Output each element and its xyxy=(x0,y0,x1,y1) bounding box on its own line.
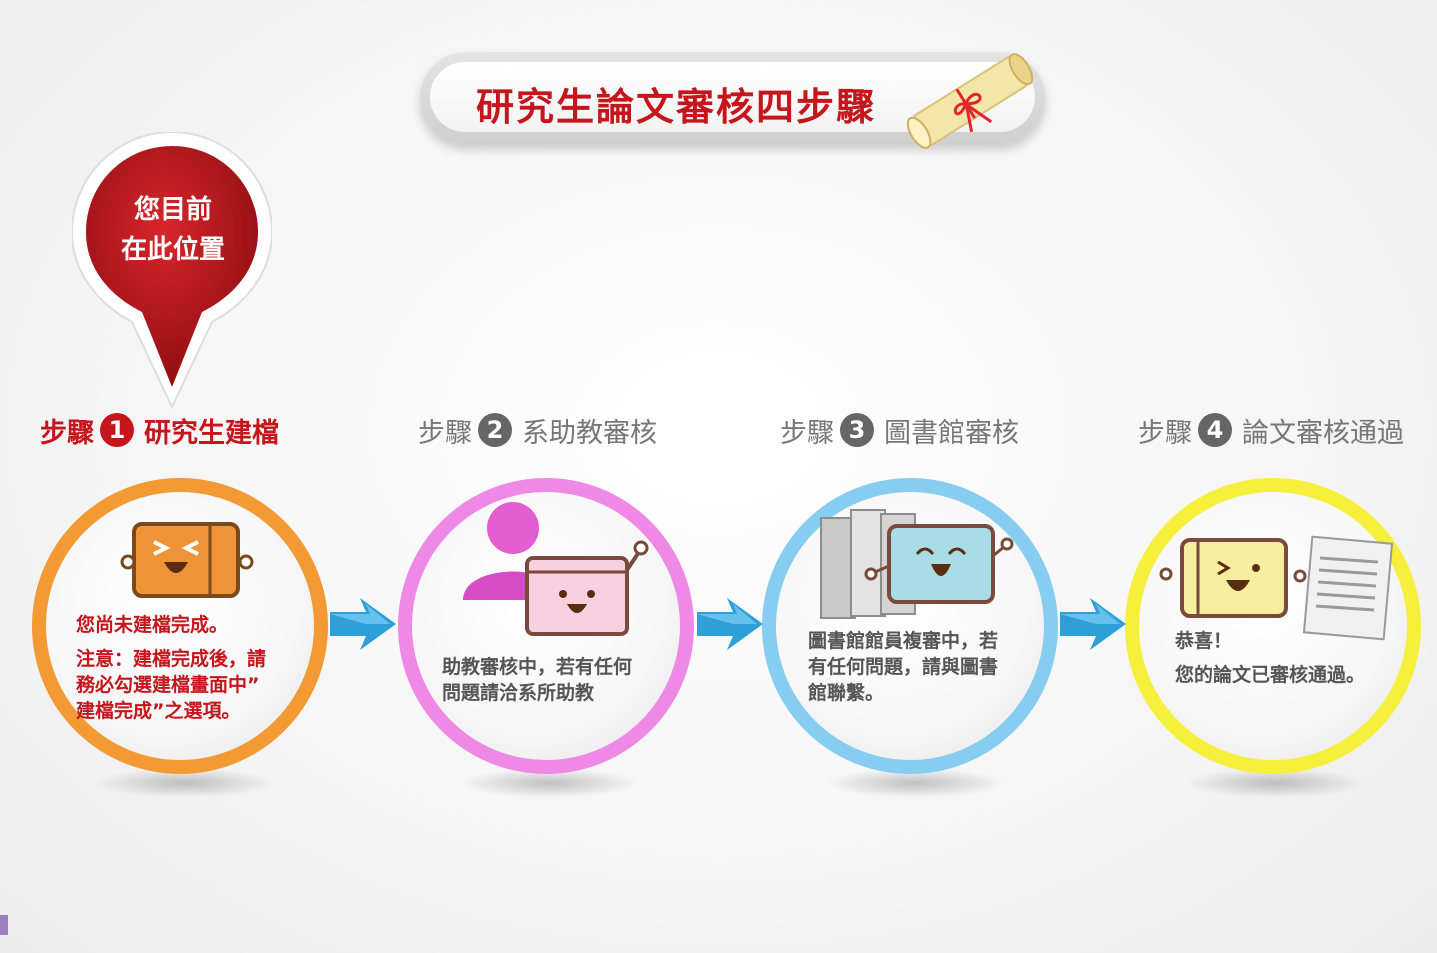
step-name: 論文審核通過 xyxy=(1242,417,1404,449)
arrow-right-icon xyxy=(697,598,763,650)
step-3-description: 圖書館館員複審中，若 有任何問題，請與圖書 館聯繫。 xyxy=(808,628,998,706)
step-prefix: 步驟 xyxy=(418,417,472,449)
step-prefix: 步驟 xyxy=(780,417,834,449)
marker-line-2: 在此位置 xyxy=(120,235,225,265)
step-name: 研究生建檔 xyxy=(144,417,279,449)
step-name: 系助教審核 xyxy=(522,417,657,449)
desc-line: 您尚未建檔完成。 xyxy=(76,614,229,636)
step-number-badge: 3 xyxy=(840,413,874,447)
step-number-badge: 4 xyxy=(1198,413,1232,447)
desc-line: 建檔完成”之選項。 xyxy=(76,700,241,722)
desc-line: 恭喜！ xyxy=(1175,630,1233,652)
step-name: 圖書館審核 xyxy=(884,417,1019,449)
arrow-right-icon xyxy=(1060,598,1126,650)
desc-line: 您的論文已審核通過。 xyxy=(1175,664,1366,686)
step-3-label: 步驟 3 圖書館審核 xyxy=(780,410,1019,450)
library-books-icon xyxy=(820,509,1014,619)
desc-line: 務必勾選建檔畫面中” xyxy=(76,674,260,696)
diploma-scroll-icon xyxy=(906,53,1034,149)
desc-line: 有任何問題，請與圖書 xyxy=(808,656,999,678)
page-title: 研究生論文審核四步驟 xyxy=(476,85,877,129)
location-pin-icon xyxy=(72,132,272,410)
step-prefix: 步驟 xyxy=(1138,417,1192,449)
step-4-label: 步驟 4 論文審核通過 xyxy=(1138,410,1404,450)
step-1-description: 您尚未建檔完成。 注意：建檔完成後，請 務必勾選建檔畫面中” 建檔完成”之選項。 xyxy=(76,612,266,724)
desc-line: 圖書館館員複審中，若 xyxy=(808,630,999,652)
marker-line-1: 您目前 xyxy=(133,195,212,225)
desc-line: 助教審核中，若有任何 xyxy=(442,656,633,678)
step-4-description: 恭喜！ 您的論文已審核通過。 xyxy=(1175,628,1365,688)
approved-document-icon xyxy=(1159,535,1394,641)
happy-folder-icon xyxy=(120,522,254,598)
assistant-person-icon xyxy=(463,502,649,636)
edge-marker xyxy=(0,915,8,935)
desc-line: 注意：建檔完成後，請 xyxy=(76,648,267,670)
title-banner: 研究生論文審核四步驟 xyxy=(420,52,1045,144)
step-1-label: 步驟 1 研究生建檔 xyxy=(40,410,279,450)
step-number-badge: 1 xyxy=(100,413,134,447)
current-position-marker: 您目前 在此位置 xyxy=(98,190,248,270)
step-2-label: 步驟 2 系助教審核 xyxy=(418,410,657,450)
step-prefix: 步驟 xyxy=(40,417,94,449)
step-2-description: 助教審核中，若有任何 問題請洽系所助教 xyxy=(442,654,632,706)
step-number-badge: 2 xyxy=(478,413,512,447)
arrow-right-icon xyxy=(330,598,396,650)
desc-line: 問題請洽系所助教 xyxy=(442,682,595,704)
desc-line: 館聯繫。 xyxy=(808,682,885,704)
